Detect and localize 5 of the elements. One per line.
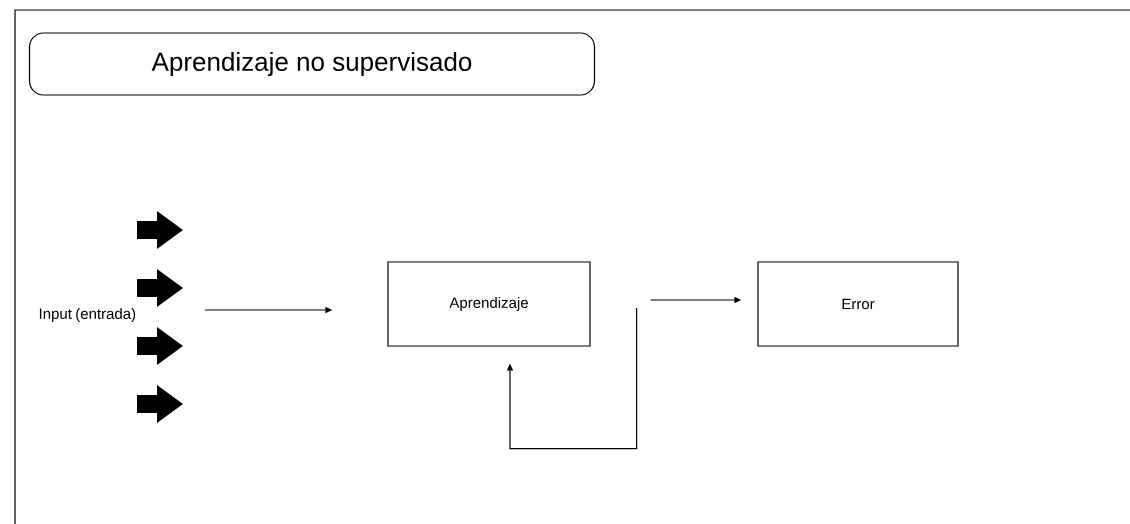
arrow (506, 307, 638, 450)
process-box: Error (757, 261, 959, 347)
input-label: Input (entrada) (39, 308, 136, 322)
process-box: Aprendizaje (387, 261, 591, 347)
title-box: Aprendizaje no supervisado (28, 32, 596, 96)
